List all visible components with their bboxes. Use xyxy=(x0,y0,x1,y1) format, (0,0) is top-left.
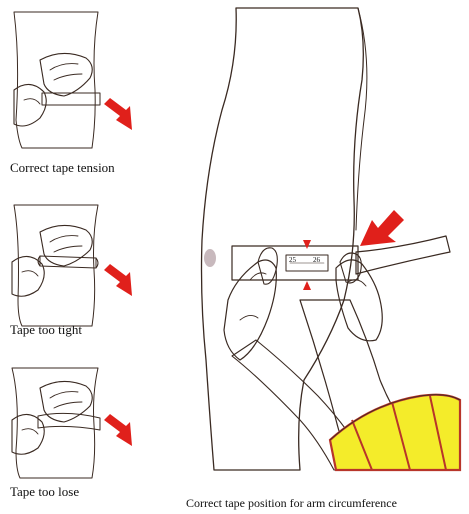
panel-correct-tension xyxy=(14,12,132,148)
red-arrow xyxy=(104,264,132,296)
caption-main: Correct tape position for arm circumfere… xyxy=(186,496,397,511)
tape-mark-right: 26 xyxy=(313,256,320,264)
panel-too-lose xyxy=(12,368,132,478)
panel-main xyxy=(202,8,461,470)
red-arrow-main xyxy=(360,210,404,246)
tape xyxy=(40,256,96,268)
tape xyxy=(38,413,100,430)
tape-indicator-top xyxy=(303,240,311,249)
caption-correct-tension: Correct tape tension xyxy=(10,160,115,176)
arm-shape xyxy=(12,368,98,478)
panel-too-tight xyxy=(12,205,132,326)
tape-indicator-bottom xyxy=(303,281,311,290)
arm-shape xyxy=(14,12,98,148)
tape xyxy=(42,93,100,105)
hand-right xyxy=(40,381,92,422)
body-figure xyxy=(202,8,364,470)
tape-mark-left: 25 xyxy=(289,256,296,264)
hand-right xyxy=(40,53,92,96)
hand-right xyxy=(40,225,92,266)
yellow-sleeve xyxy=(330,395,460,470)
hand-left xyxy=(12,256,44,296)
hand-left xyxy=(14,84,46,126)
arm-shape xyxy=(14,205,98,326)
caption-too-lose: Tape too lose xyxy=(10,484,79,500)
elbow-mark xyxy=(204,249,216,267)
caption-too-tight: Tape too tight xyxy=(10,322,82,338)
red-arrow xyxy=(104,98,132,130)
red-arrow xyxy=(104,414,132,446)
